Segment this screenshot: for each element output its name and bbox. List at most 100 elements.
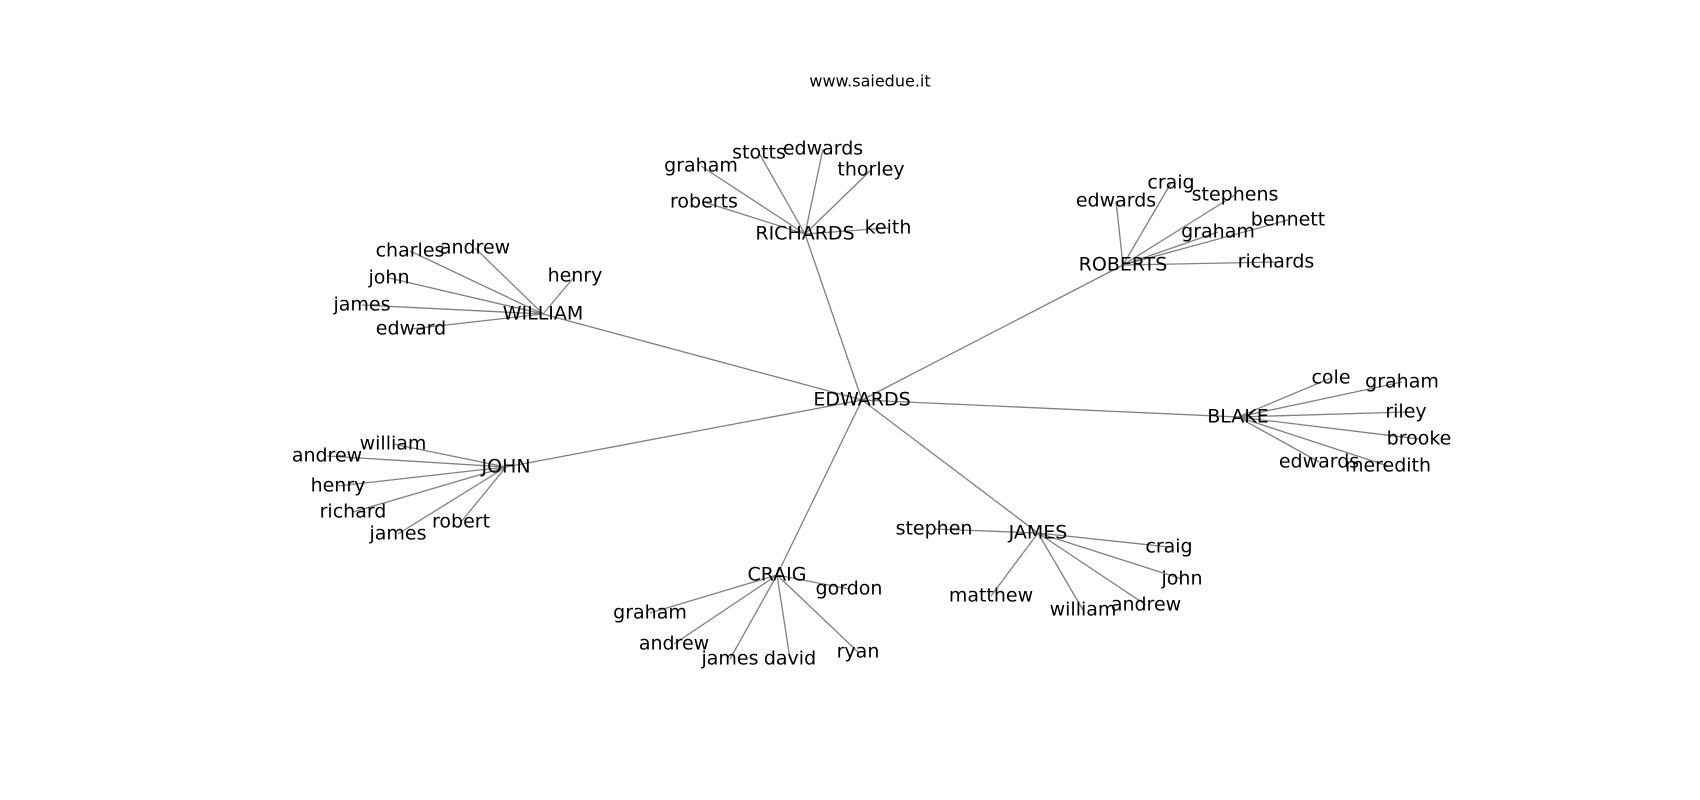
edge-roberts-graham: [1122, 231, 1219, 266]
edge-james-matthew: [990, 532, 1039, 597]
leaf-node-craig-andrew: andrew: [639, 633, 709, 655]
edge-william-andrew: [474, 247, 544, 315]
edge-center-john: [505, 399, 863, 468]
edge-craig-graham: [649, 574, 778, 614]
leaf-node-james-william: william: [1050, 599, 1117, 621]
leaf-node-william-andrew: andrew: [440, 237, 510, 259]
leaf-node-richards-stotts: stotts: [732, 142, 786, 164]
leaf-node-craig-david: david: [764, 648, 816, 670]
edge-william-james: [361, 304, 544, 315]
leaf-node-william-charles: charles: [376, 240, 445, 262]
edge-william-edward: [410, 313, 544, 330]
leaf-node-roberts-edwards: edwards: [1076, 190, 1156, 212]
leaf-node-william-john: john: [368, 267, 410, 289]
edge-richards-stotts: [758, 152, 806, 235]
leaf-node-richards-edwards: edwards: [783, 138, 863, 160]
leaf-node-craig-ryan: ryan: [837, 641, 880, 663]
edge-james-stephen: [933, 528, 1039, 534]
leaf-node-john-richard: richard: [320, 501, 387, 523]
leaf-node-craig-graham: graham: [613, 602, 687, 624]
leaf-node-roberts-stephens: stephens: [1192, 184, 1279, 206]
edge-roberts-edwards: [1115, 200, 1124, 266]
edge-john-richard: [352, 466, 507, 513]
leaf-node-james-matthew: matthew: [949, 585, 1033, 607]
leaf-node-james-stephen: stephen: [896, 518, 973, 540]
leaf-node-john-william: william: [360, 433, 427, 455]
edge-richards-edwards: [804, 148, 824, 235]
center-node-label: EDWARDS: [813, 389, 910, 411]
leaf-node-roberts-bennett: bennett: [1251, 209, 1325, 231]
edges-layer: [326, 148, 1420, 660]
edge-james-john: [1037, 532, 1183, 580]
graph-title: www.saiedue.it: [809, 72, 930, 91]
hub-node-richards: RICHARDS: [755, 223, 854, 245]
leaf-node-john-james: james: [368, 523, 426, 545]
edge-center-james: [861, 399, 1039, 534]
leaf-node-craig-james: james: [700, 648, 758, 670]
edge-blake-brooke: [1237, 416, 1420, 440]
hub-node-roberts: ROBERTS: [1079, 254, 1168, 276]
labels-layer: EDWARDSRICHARDSgrahamstottsedwardsthorle…: [292, 138, 1452, 670]
leaf-node-william-edward: edward: [376, 318, 446, 340]
edge-blake-riley: [1237, 411, 1407, 418]
edge-roberts-craig: [1122, 182, 1172, 266]
leaf-node-richards-thorley: thorley: [837, 159, 904, 181]
hub-node-william: WILLIAM: [503, 303, 584, 325]
leaf-node-roberts-graham: graham: [1181, 221, 1255, 243]
leaf-node-craig-gordon: gordon: [816, 578, 883, 600]
edge-richards-thorley: [804, 169, 872, 235]
edge-william-john: [388, 277, 544, 315]
edge-roberts-bennett: [1122, 219, 1289, 266]
edge-john-robert: [460, 466, 507, 523]
leaf-node-richards-roberts: roberts: [670, 191, 738, 213]
edge-craig-andrew: [673, 574, 778, 645]
leaf-node-blake-meredith: meredith: [1345, 455, 1431, 477]
leaf-node-william-james: james: [332, 294, 390, 316]
edge-center-richards: [804, 233, 863, 401]
edge-john-james: [397, 466, 507, 535]
leaf-node-richards-graham: graham: [664, 155, 738, 177]
edge-richards-roberts: [703, 201, 806, 235]
edge-center-craig: [776, 399, 863, 576]
hub-node-blake: BLAKE: [1207, 406, 1269, 428]
edge-john-william: [392, 443, 507, 468]
leaf-node-blake-graham: graham: [1365, 371, 1439, 393]
hub-node-craig: CRAIG: [747, 564, 806, 586]
leaf-node-blake-cole: cole: [1311, 367, 1350, 389]
leaf-node-roberts-richards: richards: [1238, 251, 1315, 273]
edge-craig-ryan: [776, 574, 859, 653]
edge-roberts-stephens: [1122, 194, 1236, 266]
edge-craig-james: [729, 574, 778, 660]
edge-blake-meredith: [1237, 416, 1389, 467]
edge-william-henry: [542, 275, 576, 315]
edge-center-william: [542, 313, 863, 401]
edge-center-blake: [861, 399, 1239, 418]
edge-james-craig: [1037, 532, 1170, 548]
edge-james-andrew: [1037, 532, 1147, 606]
hub-node-james: JAMES: [1008, 522, 1068, 544]
leaf-node-richards-keith: keith: [865, 217, 912, 239]
edge-craig-david: [776, 574, 791, 660]
edge-craig-gordon: [776, 574, 850, 590]
leaf-node-roberts-craig: craig: [1147, 172, 1194, 194]
leaf-node-william-henry: henry: [548, 265, 603, 287]
leaf-node-blake-edwards: edwards: [1279, 451, 1359, 473]
leaf-node-blake-brooke: brooke: [1387, 428, 1452, 450]
leaf-node-blake-riley: riley: [1385, 401, 1426, 423]
leaf-node-john-andrew: andrew: [292, 445, 362, 467]
leaf-node-james-john: john: [1161, 568, 1203, 590]
edge-john-henry: [337, 466, 507, 487]
leaf-node-john-henry: henry: [311, 475, 366, 497]
hub-node-john: JOHN: [480, 456, 530, 478]
edge-richards-keith: [804, 227, 889, 235]
edge-james-william: [1037, 532, 1084, 611]
edge-roberts-richards: [1122, 261, 1277, 266]
leaf-node-john-robert: robert: [432, 511, 490, 533]
edge-center-roberts: [861, 264, 1124, 401]
edge-william-charles: [409, 250, 544, 315]
leaf-node-james-craig: craig: [1145, 536, 1192, 558]
edge-blake-cole: [1237, 377, 1332, 418]
edge-blake-graham: [1237, 381, 1403, 418]
leaf-node-james-andrew: andrew: [1111, 594, 1181, 616]
